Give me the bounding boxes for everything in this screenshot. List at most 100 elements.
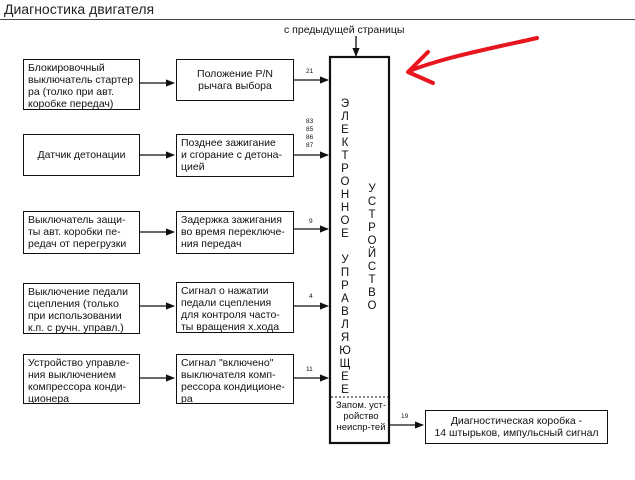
pin-number: 83 xyxy=(306,118,314,125)
signal-3-line-2: во время переключе- xyxy=(181,226,285,238)
output-line-2: 14 штырьков, импульсный сигнал xyxy=(434,427,599,439)
input-4-line-1: Выключение педали xyxy=(28,286,129,298)
pin-number: 86 xyxy=(306,134,314,141)
ecu-letter: Е xyxy=(341,384,349,396)
input-3-line-1: Выключатель защи- xyxy=(28,214,126,226)
ecu-letter: С xyxy=(367,261,377,273)
ecu-letter: Е xyxy=(341,371,349,383)
ecu-letter: О xyxy=(340,176,350,188)
memory-line-2: ройство xyxy=(343,411,379,422)
input-1-line-2: выключатель стартер xyxy=(28,74,134,86)
input-5-line-3: компрессора конди- xyxy=(28,381,127,393)
pin-number: 21 xyxy=(306,68,314,75)
ecu-letter: А xyxy=(341,293,349,305)
input-1-line-4: коробке передач) xyxy=(28,98,114,110)
input-2-line-1: Датчик детонации xyxy=(37,149,126,161)
ecu-box xyxy=(328,55,391,445)
input-5-line-1: Устройство управле- xyxy=(28,357,130,369)
memory-line-3: неиспр-тей xyxy=(336,422,386,433)
input-3-line-3: редач от перегрузки xyxy=(28,238,127,250)
from-previous-page-label: с предыдущей страницы xyxy=(284,24,405,36)
signal-2-line-1: Позднее зажигание xyxy=(181,137,276,149)
input-1-line-3: ра (толко при авт. xyxy=(28,86,115,98)
ecu-letter: Р xyxy=(341,163,349,175)
input-4-line-2: сцепления (только xyxy=(28,298,119,310)
ecu-letter: К xyxy=(341,137,349,149)
ecu-letter: Ю xyxy=(339,345,351,357)
ecu-letter xyxy=(338,241,352,254)
pin-number: 4 xyxy=(309,293,313,300)
ecu-letter: Р xyxy=(341,280,349,292)
input-box-ac-compressor-control: Устройство управле- ния выключением комп… xyxy=(23,354,140,404)
input-box-starter-interlock: Блокировочный выключатель стартер ра (то… xyxy=(23,59,140,110)
ecu-letter: О xyxy=(367,300,377,312)
input-3-line-2: ты авт. коробки пе- xyxy=(28,226,121,238)
ecu-letter: Т xyxy=(368,274,376,286)
pin-number: 11 xyxy=(306,366,313,373)
ecu-letter: Э xyxy=(340,98,350,110)
signal-box-pn-position: Положение P/N рычага выбора xyxy=(176,59,294,101)
fault-memory-label: Запом. уст- ройство неиспр-тей xyxy=(333,400,389,433)
signal-2-line-2: и сгорание с детона- xyxy=(181,149,283,161)
signal-4-line-2: педали сцепления xyxy=(181,297,272,309)
pin-number: 87 xyxy=(306,142,314,149)
ecu-letter: Л xyxy=(341,319,349,331)
input-5-line-4: ционера xyxy=(28,393,70,404)
ecu-letter: Й xyxy=(367,248,377,260)
memory-line-1: Запом. уст- xyxy=(335,400,387,411)
ecu-letter: Е xyxy=(341,228,349,240)
input-4-line-4: к.п. с ручн. управл.) xyxy=(28,322,124,334)
ecu-letter: Е xyxy=(341,124,349,136)
pin-number: 9 xyxy=(309,218,313,225)
ecu-letter: Т xyxy=(368,209,376,221)
ecu-letter: Щ xyxy=(339,358,351,370)
signal-4-line-4: ты вращения х.хода xyxy=(181,321,280,333)
ecu-letter: Л xyxy=(341,111,349,123)
input-5-line-2: ния выключением xyxy=(28,369,116,381)
signal-5-line-3: рессора кондиционе- xyxy=(181,381,285,393)
signal-box-ignition-delay: Задержка зажигания во время переключе- н… xyxy=(176,211,294,254)
signal-box-clutch-signal: Сигнал о нажатии педали сцепления для ко… xyxy=(176,282,294,333)
ecu-letter: П xyxy=(340,267,350,279)
signal-3-line-3: ния передач xyxy=(181,238,242,250)
ecu-letter: У xyxy=(341,254,349,266)
diagnostic-box-output: Диагностическая коробка - 14 штырьков, и… xyxy=(425,410,608,444)
input-1-line-1: Блокировочный xyxy=(28,62,105,74)
page-title: Диагностика двигателя xyxy=(4,1,155,17)
signal-box-ac-switch-on: Сигнал "включено" выключателя комп- ресс… xyxy=(176,354,294,404)
signal-4-line-1: Сигнал о нажатии xyxy=(181,285,269,297)
input-box-knock-sensor: Датчик детонации xyxy=(23,134,140,176)
signal-3-line-1: Задержка зажигания xyxy=(181,214,282,226)
signal-1-line-2: рычага выбора xyxy=(198,80,272,92)
ecu-letter: С xyxy=(367,196,377,208)
ecu-letter: Т xyxy=(341,150,349,162)
ecu-letter: В xyxy=(341,306,349,318)
ecu-letter: В xyxy=(368,287,376,299)
title-divider xyxy=(0,19,635,20)
input-box-clutch-pedal: Выключение педали сцепления (только при … xyxy=(23,283,140,334)
ecu-letter: Р xyxy=(368,222,376,234)
ecu-letter: О xyxy=(367,235,377,247)
ecu-letter: У xyxy=(368,183,376,195)
ecu-letter: Н xyxy=(340,202,350,214)
ecu-letter: О xyxy=(340,215,350,227)
signal-5-line-1: Сигнал "включено" xyxy=(181,357,274,369)
red-annotation-arrow xyxy=(408,36,539,73)
signal-4-line-3: для контроля часто- xyxy=(181,309,280,321)
signal-box-retarded-ignition: Позднее зажигание и сгорание с детона- ц… xyxy=(176,134,294,177)
signal-1-line-1: Положение P/N xyxy=(197,68,273,80)
pin-number: 19 xyxy=(401,413,409,420)
signal-5-line-2: выключателя комп- xyxy=(181,369,276,381)
output-line-1: Диагностическая коробка - xyxy=(450,415,583,427)
ecu-letter: Я xyxy=(340,332,350,344)
signal-5-line-4: ра xyxy=(181,393,193,404)
input-4-line-3: при использовании xyxy=(28,310,122,322)
pin-number: 85 xyxy=(306,126,314,133)
ecu-letter: Н xyxy=(340,189,350,201)
input-box-transmission-protection: Выключатель защи- ты авт. коробки пе- ре… xyxy=(23,211,140,254)
red-annotation-arrow-head xyxy=(406,50,435,85)
signal-2-line-3: цией xyxy=(181,161,205,173)
